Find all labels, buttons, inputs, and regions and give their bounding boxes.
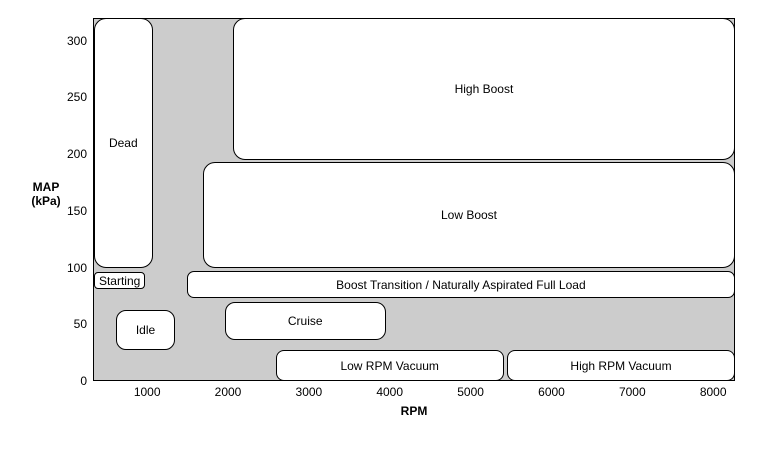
region-dead: Dead (93, 18, 153, 268)
y-tick-label: 300 (66, 33, 87, 48)
region-boost-transition-naturally-aspirated-full-load: Boost Transition / Naturally Aspirated F… (186, 271, 735, 299)
region-label: Low RPM Vacuum (340, 358, 439, 373)
region-label: Starting (98, 273, 141, 288)
y-axis-title-line1: MAP (32, 180, 60, 194)
y-tick-label: 150 (66, 203, 87, 218)
y-axis-title-line2: (kPa) (31, 194, 61, 208)
region-label: High Boost (454, 81, 514, 96)
y-tick-label: 0 (80, 374, 87, 388)
region-low-rpm-vacuum: Low RPM Vacuum (275, 350, 504, 381)
region-low-boost: Low Boost (203, 162, 735, 268)
x-tick-label: 6000 (538, 385, 565, 399)
region-high-rpm-vacuum: High RPM Vacuum (507, 350, 735, 381)
y-tick-label: 100 (66, 260, 87, 275)
region-label: Idle (135, 322, 156, 337)
region-idle: Idle (115, 309, 176, 351)
x-tick-label: 5000 (457, 385, 484, 399)
x-tick-label: 8000 (699, 385, 727, 399)
y-tick-label: 200 (66, 147, 87, 162)
region-label: Boost Transition / Naturally Aspirated F… (336, 277, 586, 292)
y-tick-label: 250 (66, 90, 87, 105)
region-label: High RPM Vacuum (570, 358, 672, 373)
region-high-boost: High Boost (232, 18, 735, 160)
x-tick-label: 3000 (295, 385, 323, 399)
x-tick-label: 2000 (214, 385, 242, 399)
x-axis-title: RPM (400, 404, 428, 418)
region-label: Cruise (287, 313, 323, 328)
region-cruise: Cruise (224, 301, 386, 341)
x-tick-label: 1000 (133, 385, 161, 399)
y-tick-label: 50 (73, 317, 87, 332)
region-starting: Starting (93, 272, 146, 290)
x-tick-label: 4000 (376, 385, 404, 399)
y-axis-title: MAP (kPa) (14, 180, 78, 208)
region-label: Low Boost (440, 207, 498, 222)
x-tick-label: 7000 (618, 385, 646, 399)
region-label: Dead (108, 135, 138, 150)
